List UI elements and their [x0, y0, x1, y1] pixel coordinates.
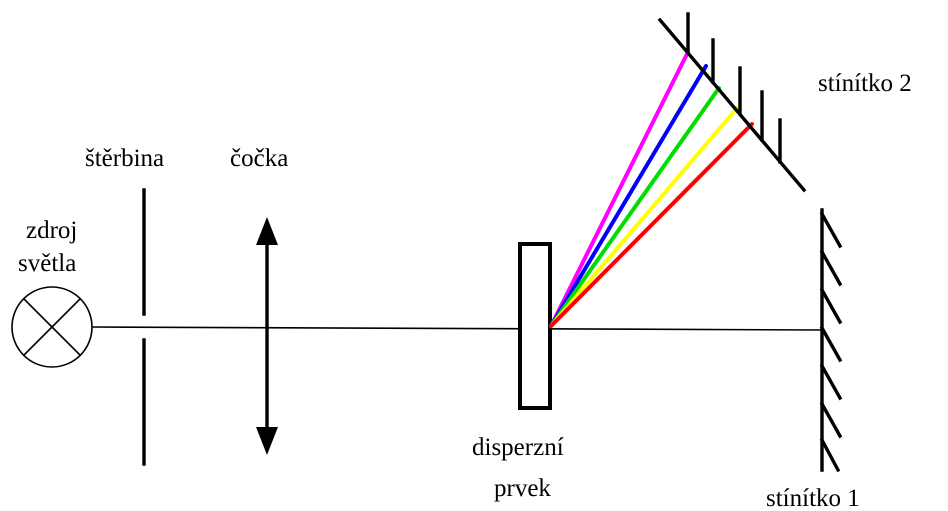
dispersive-element-label-line-1: disperzní [472, 434, 564, 461]
dispersive-element-label-line-2: prvek [494, 475, 551, 502]
screen-1-label: stínítko 1 [766, 485, 860, 511]
light-source-label-line-1: zdroj [26, 217, 77, 244]
slit-label: štěrbina [85, 145, 164, 172]
screen-1 [819, 208, 843, 473]
ray-blue [549, 64, 708, 328]
optical-axis [91, 326, 823, 331]
ray-magenta [549, 50, 690, 328]
ray-yellow [549, 106, 739, 328]
screen-2 [657, 12, 807, 193]
ray-green [549, 86, 721, 328]
lens-label: čočka [230, 145, 288, 172]
spectrum-rays [549, 50, 754, 328]
dispersive-element [518, 242, 552, 410]
screen-2-label: stínítko 2 [818, 70, 912, 97]
lens-icon [256, 217, 278, 455]
light-source-icon [11, 286, 93, 368]
ray-red [549, 122, 754, 328]
light-source-label-line-2: světla [18, 250, 76, 277]
